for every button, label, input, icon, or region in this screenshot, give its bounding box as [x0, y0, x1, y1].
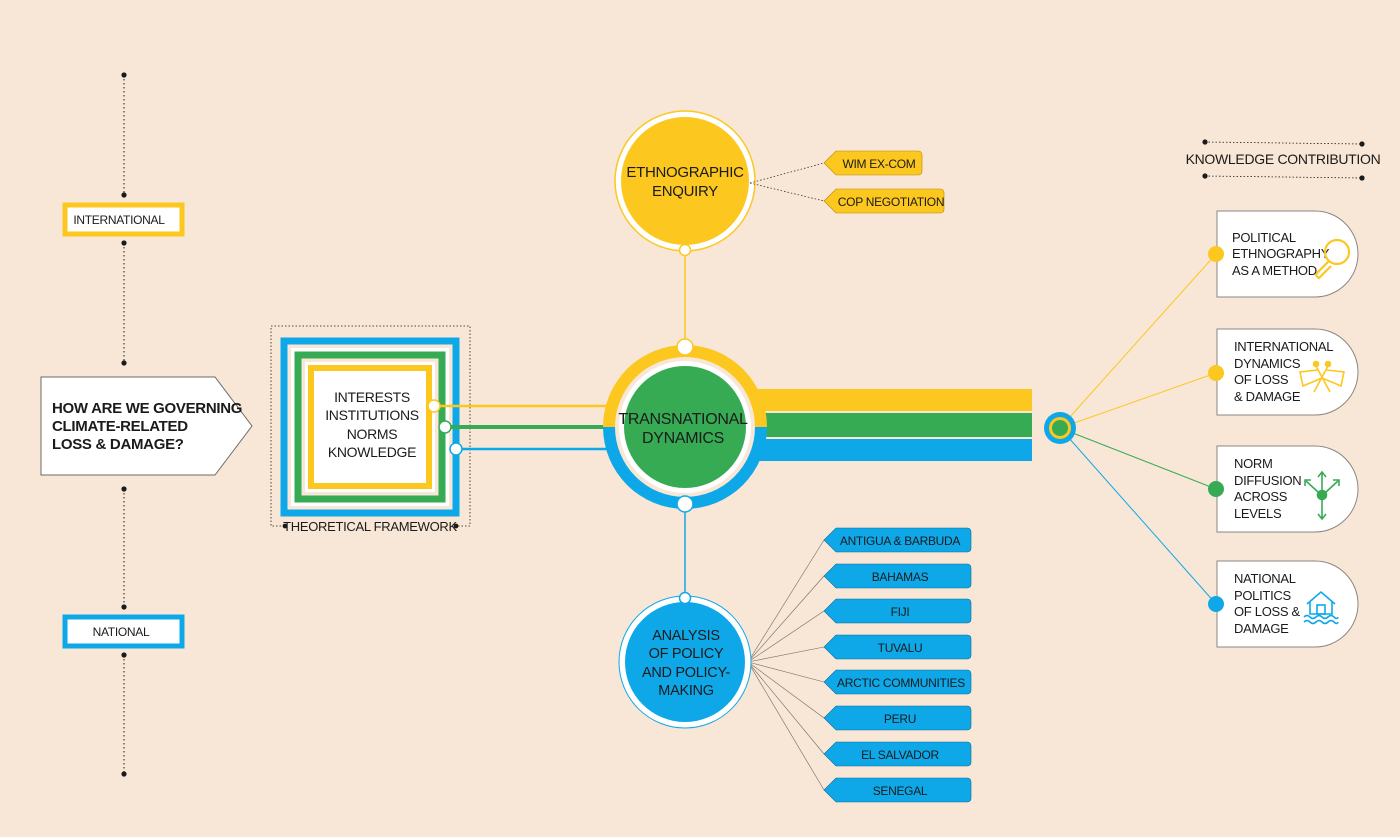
policy-case-tag: TUVALU: [823, 634, 972, 660]
policy-case-tag: ARCTIC COMMUNITIES: [823, 669, 972, 695]
ethnography-tag-label: WIM EX-COM: [843, 157, 916, 171]
knowledge-card-line: OF LOSS &: [1234, 604, 1301, 619]
policy-line-3: AND POLICY-: [642, 665, 730, 681]
policy-case-label: ANTIGUA & BARBUDA: [840, 534, 961, 548]
magnifier-icon: [1315, 238, 1351, 280]
question-line-1: HOW ARE WE GOVERNING: [52, 400, 242, 417]
knowledge-card-line: INTERNATIONAL: [1234, 339, 1333, 354]
ethnography-tag-label: COP NEGOTIATION: [838, 195, 944, 209]
knowledge-card-line: DIFFUSION: [1234, 473, 1301, 488]
ethnography-tag: WIM EX-COM: [823, 150, 923, 176]
policy-line-4: MAKING: [658, 683, 713, 699]
hub-line-1: TRANSNATIONAL: [618, 411, 748, 428]
knowledge-card-line: NORM: [1234, 456, 1273, 471]
policy-line-1: ANALYSIS: [652, 628, 719, 644]
level-national: NATIONAL: [62, 614, 185, 649]
knowledge-heading: KNOWLEDGE CONTRIBUTION: [1186, 139, 1381, 181]
ethnography-line-2: ENQUIRY: [652, 183, 718, 200]
policy-case-tag: EL SALVADOR: [823, 741, 972, 767]
policy-line-2: OF POLICY: [649, 646, 724, 662]
question-line-2: CLIMATE-RELATED: [52, 418, 188, 435]
ethnography-line-1: ETHNOGRAPHIC: [626, 164, 744, 181]
knowledge-card-line: POLITICAL: [1232, 230, 1296, 245]
framework-item-institutions: INSTITUTIONS: [325, 407, 419, 423]
framework-item-norms: NORMS: [347, 426, 398, 442]
policy-case-label: SENEGAL: [873, 784, 928, 798]
knowledge-heading-label: KNOWLEDGE CONTRIBUTION: [1186, 151, 1381, 167]
theoretical-framework: INTERESTS INSTITUTIONS NORMS KNOWLEDGE T…: [270, 325, 471, 534]
policy-case-label: PERU: [884, 712, 916, 726]
question-line-3: LOSS & DAMAGE?: [52, 436, 184, 453]
policy-case-label: BAHAMAS: [872, 570, 929, 584]
knowledge-card-line: ETHNOGRAPHY: [1232, 246, 1330, 261]
ethnographic-enquiry: ETHNOGRAPHIC ENQUIRY WIM EX-COM COP NEGO…: [614, 110, 945, 257]
knowledge-card-line: DAMAGE: [1234, 621, 1289, 636]
ethnography-tag: COP NEGOTIATION: [823, 188, 945, 214]
policy-case-tag: PERU: [823, 705, 972, 731]
policy-fan-lines: [747, 539, 825, 791]
policy-case-tag: FIJI: [823, 598, 972, 624]
framework-item-knowledge: KNOWLEDGE: [328, 444, 416, 460]
policy-case-tag: SENEGAL: [823, 777, 972, 803]
level-national-label: NATIONAL: [93, 625, 150, 639]
knowledge-card-line: ACROSS: [1234, 489, 1288, 504]
transnational-hub: TRANSNATIONAL DYNAMICS: [603, 345, 1032, 509]
knowledge-card: POLITICAL ETHNOGRAPHY AS A METHOD: [1208, 210, 1359, 298]
knowledge-card: NATIONAL POLITICS OF LOSS & DAMAGE: [1208, 560, 1359, 648]
level-international-label: INTERNATIONAL: [73, 213, 165, 227]
framework-item-interests: INTERESTS: [334, 389, 410, 405]
hub-vertical-connectors: [676, 250, 694, 598]
policy-case-label: TUVALU: [878, 641, 923, 655]
knowledge-card-line: AS A METHOD: [1232, 263, 1317, 278]
knowledge-card-line: OF LOSS: [1234, 372, 1289, 387]
policy-case-label: EL SALVADOR: [861, 748, 939, 762]
level-axis: [121, 72, 127, 777]
research-question: HOW ARE WE GOVERNING CLIMATE-RELATED LOS…: [40, 376, 253, 476]
framework-caption: THEORETICAL FRAMEWORK: [283, 519, 457, 534]
knowledge-card-line: DYNAMICS: [1234, 356, 1301, 371]
policy-case-tag: ANTIGUA & BARBUDA: [823, 527, 972, 553]
knowledge-card-line: NATIONAL: [1234, 571, 1296, 586]
crossed-flags-icon: [1299, 360, 1345, 393]
knowledge-card: NORM DIFFUSION ACROSS LEVELS: [1208, 445, 1359, 533]
knowledge-connectors: [1044, 253, 1217, 605]
diffusion-arrows-icon: [1304, 470, 1340, 521]
knowledge-card-line: & DAMAGE: [1234, 389, 1301, 404]
knowledge-card-line: POLITICS: [1234, 588, 1291, 603]
policy-case-tag: BAHAMAS: [823, 563, 972, 589]
knowledge-card-line: LEVELS: [1234, 506, 1282, 521]
policy-analysis: ANALYSIS OF POLICY AND POLICY- MAKING AN…: [618, 527, 972, 803]
policy-case-label: FIJI: [891, 605, 910, 619]
policy-case-label: ARCTIC COMMUNITIES: [837, 676, 965, 690]
flooded-house-icon: [1303, 590, 1339, 625]
level-international: INTERNATIONAL: [62, 202, 185, 237]
hub-line-2: DYNAMICS: [642, 430, 724, 447]
knowledge-card: INTERNATIONAL DYNAMICS OF LOSS & DAMAGE: [1208, 328, 1359, 416]
